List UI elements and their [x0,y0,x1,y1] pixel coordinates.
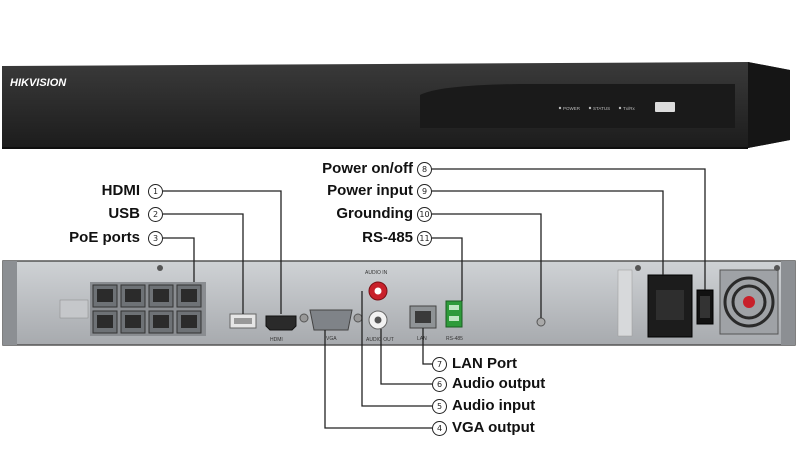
vga-port [309,309,353,331]
lan-label: LAN [417,336,427,342]
callout-power-switch-number: 8 [417,162,432,177]
grounding-screw [536,317,546,327]
poe-port-socket [181,289,197,302]
callout-poe-label: PoE ports [69,229,140,246]
poe-port-socket [97,289,113,302]
audio-in-label: AUDIO IN [365,270,388,276]
poe-port-socket [125,289,141,302]
callout-lan-number: 7 [432,357,447,372]
front-usb-slot [655,102,675,112]
indicator-led [618,106,622,110]
hdmi-port [265,315,297,331]
poe-port-socket [125,315,141,328]
hdmi-label: HDMI [270,337,283,343]
brand-logo: HIKVISION [10,77,67,89]
rs485-terminal [445,300,463,328]
callout-grounding-label: Grounding [336,205,413,222]
callout-audio-in-number: 5 [432,399,447,414]
callout-power-switch-label: Power on/off [322,160,413,177]
rs485-label: RS-485 [446,336,463,342]
callout-vga-label: VGA output [452,419,535,436]
callout-usb-number: 2 [148,207,163,222]
callout-vga-number: 4 [432,421,447,436]
leader-lines [163,168,706,429]
callout-usb-label: USB [108,205,140,222]
indicator-label: POWER [563,106,581,111]
callout-audio-out-number: 6 [432,377,447,392]
indicator-led [588,106,592,110]
indicator-label: Tx/Rx [623,106,635,111]
callout-audio-in-label: Audio input [452,397,536,414]
indicator-label: STATUS [593,106,610,111]
front-inset-panel [420,84,735,128]
poe-port-socket [97,315,113,328]
callout-power-input-label: Power input [327,182,413,199]
callout-rs485-number: 11 [417,231,432,246]
audio-out-label: AUDIO OUT [366,337,394,343]
callout-audio-out-label: Audio output [452,375,546,392]
callout-poe-number: 3 [148,231,163,246]
callout-power-input-number: 9 [417,184,432,199]
callout-grounding-number: 10 [417,207,432,222]
callout-hdmi-label: HDMI [101,182,140,199]
poe-port-socket [153,289,169,302]
callout-lan-label: LAN Port [452,355,517,372]
poe-port-socket [181,315,197,328]
callout-rs485-label: RS-485 [362,229,413,246]
chassis-side [748,62,790,148]
vga-label: VGA [326,336,337,342]
front-indicators: POWER STATUS Tx/Rx [558,106,635,111]
callout-hdmi-number: 1 [148,184,163,199]
indicator-led [558,106,562,110]
poe-port-socket [153,315,169,328]
